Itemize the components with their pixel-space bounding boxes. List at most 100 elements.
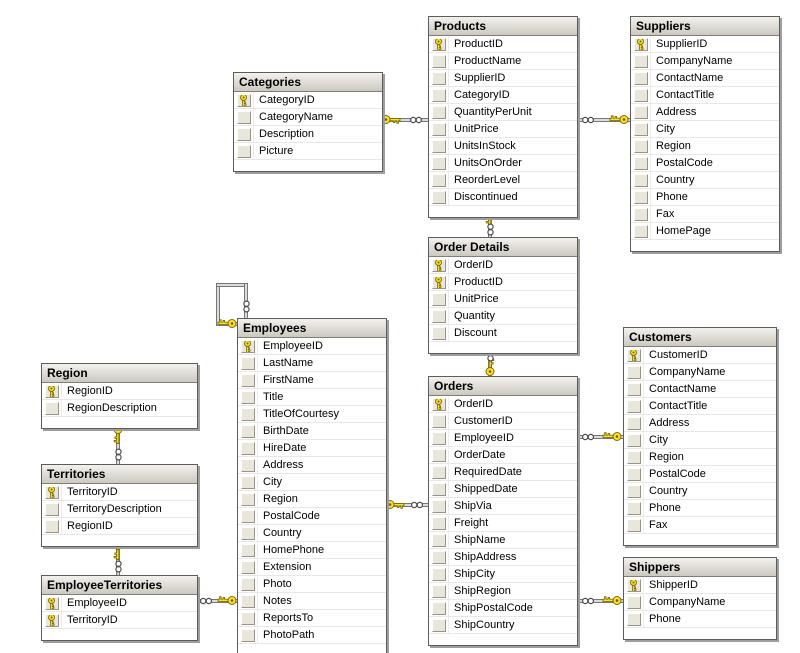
field-row[interactable]: BirthDate <box>238 423 386 440</box>
row-selector-button[interactable] <box>236 127 251 141</box>
field-row[interactable]: UnitPrice <box>429 121 577 138</box>
field-row[interactable]: TerritoryID <box>42 612 197 629</box>
row-selector-button[interactable] <box>431 465 446 479</box>
row-selector-button[interactable] <box>626 365 641 379</box>
field-row[interactable]: Discontinued <box>429 189 577 206</box>
row-selector-button[interactable] <box>240 492 255 506</box>
field-row[interactable]: RegionID <box>42 383 197 400</box>
row-selector-button[interactable] <box>431 309 446 323</box>
field-row[interactable]: Fax <box>624 517 776 534</box>
row-selector-button[interactable] <box>633 71 648 85</box>
field-row[interactable]: RegionID <box>42 518 197 535</box>
field-row[interactable]: Quantity <box>429 308 577 325</box>
field-row[interactable]: PostalCode <box>631 155 779 172</box>
row-selector-button[interactable] <box>633 173 648 187</box>
field-row[interactable]: Picture <box>234 143 382 160</box>
row-selector-button[interactable] <box>431 105 446 119</box>
field-row[interactable]: ShipCity <box>429 566 577 583</box>
row-selector-button[interactable] <box>633 139 648 153</box>
row-selector-button[interactable] <box>626 433 641 447</box>
field-row[interactable]: RegionDescription <box>42 400 197 417</box>
row-selector-button[interactable] <box>44 502 59 516</box>
field-row[interactable]: ProductID <box>429 36 577 53</box>
table-title[interactable]: Region <box>42 364 197 383</box>
field-row[interactable]: Phone <box>631 189 779 206</box>
row-selector-button[interactable] <box>633 122 648 136</box>
field-row[interactable]: EmployeeID <box>42 595 197 612</box>
row-selector-button[interactable] <box>240 458 255 472</box>
field-row[interactable]: City <box>238 474 386 491</box>
row-selector-button[interactable] <box>240 526 255 540</box>
row-selector-button[interactable] <box>240 577 255 591</box>
field-row[interactable]: CategoryID <box>429 87 577 104</box>
row-selector-button[interactable] <box>431 448 446 462</box>
row-selector-button[interactable] <box>633 88 648 102</box>
row-selector-button[interactable] <box>431 533 446 547</box>
field-row[interactable]: ContactTitle <box>631 87 779 104</box>
field-row[interactable]: Title <box>238 389 386 406</box>
row-selector-button[interactable] <box>431 414 446 428</box>
table-title[interactable]: Order Details <box>429 238 577 257</box>
field-row[interactable]: PhotoPath <box>238 627 386 644</box>
field-row[interactable]: SupplierID <box>631 36 779 53</box>
row-selector-button[interactable] <box>44 384 59 398</box>
row-selector-button[interactable] <box>240 509 255 523</box>
field-row[interactable]: Description <box>234 126 382 143</box>
field-row[interactable]: ShipName <box>429 532 577 549</box>
field-row[interactable]: ContactName <box>624 381 776 398</box>
field-row[interactable]: Phone <box>624 500 776 517</box>
row-selector-button[interactable] <box>431 54 446 68</box>
field-row[interactable]: Region <box>624 449 776 466</box>
field-row[interactable]: UnitPrice <box>429 291 577 308</box>
field-row[interactable]: Extension <box>238 559 386 576</box>
field-row[interactable]: UnitsInStock <box>429 138 577 155</box>
row-selector-button[interactable] <box>626 484 641 498</box>
field-row[interactable]: ShipperID <box>624 577 776 594</box>
row-selector-button[interactable] <box>633 207 648 221</box>
table-title[interactable]: Customers <box>624 328 776 347</box>
field-row[interactable]: ShipVia <box>429 498 577 515</box>
table-title[interactable]: Orders <box>429 377 577 396</box>
table-title[interactable]: Categories <box>234 73 382 92</box>
row-selector-button[interactable] <box>431 275 446 289</box>
field-row[interactable]: Address <box>631 104 779 121</box>
row-selector-button[interactable] <box>431 482 446 496</box>
row-selector-button[interactable] <box>240 356 255 370</box>
field-row[interactable]: HomePhone <box>238 542 386 559</box>
row-selector-button[interactable] <box>240 628 255 642</box>
row-selector-button[interactable] <box>431 71 446 85</box>
field-row[interactable]: QuantityPerUnit <box>429 104 577 121</box>
row-selector-button[interactable] <box>236 144 251 158</box>
field-row[interactable]: PostalCode <box>624 466 776 483</box>
field-row[interactable]: ProductID <box>429 274 577 291</box>
field-row[interactable]: ReportsTo <box>238 610 386 627</box>
field-row[interactable]: EmployeeID <box>238 338 386 355</box>
table-title[interactable]: Shippers <box>624 558 776 577</box>
row-selector-button[interactable] <box>240 475 255 489</box>
field-row[interactable]: Phone <box>624 611 776 628</box>
field-row[interactable]: ShipRegion <box>429 583 577 600</box>
row-selector-button[interactable] <box>626 348 641 362</box>
field-row[interactable]: CustomerID <box>429 413 577 430</box>
field-row[interactable]: City <box>631 121 779 138</box>
row-selector-button[interactable] <box>626 612 641 626</box>
table-title[interactable]: Products <box>429 17 577 36</box>
row-selector-button[interactable] <box>240 373 255 387</box>
row-selector-button[interactable] <box>431 37 446 51</box>
field-row[interactable]: RequiredDate <box>429 464 577 481</box>
field-row[interactable]: ShipAddress <box>429 549 577 566</box>
row-selector-button[interactable] <box>633 156 648 170</box>
field-row[interactable]: OrderID <box>429 257 577 274</box>
row-selector-button[interactable] <box>431 292 446 306</box>
field-row[interactable]: ContactTitle <box>624 398 776 415</box>
table-title[interactable]: EmployeeTerritories <box>42 576 197 595</box>
field-row[interactable]: Address <box>238 457 386 474</box>
row-selector-button[interactable] <box>431 618 446 632</box>
row-selector-button[interactable] <box>44 519 59 533</box>
field-row[interactable]: ShippedDate <box>429 481 577 498</box>
row-selector-button[interactable] <box>431 516 446 530</box>
row-selector-button[interactable] <box>431 190 446 204</box>
